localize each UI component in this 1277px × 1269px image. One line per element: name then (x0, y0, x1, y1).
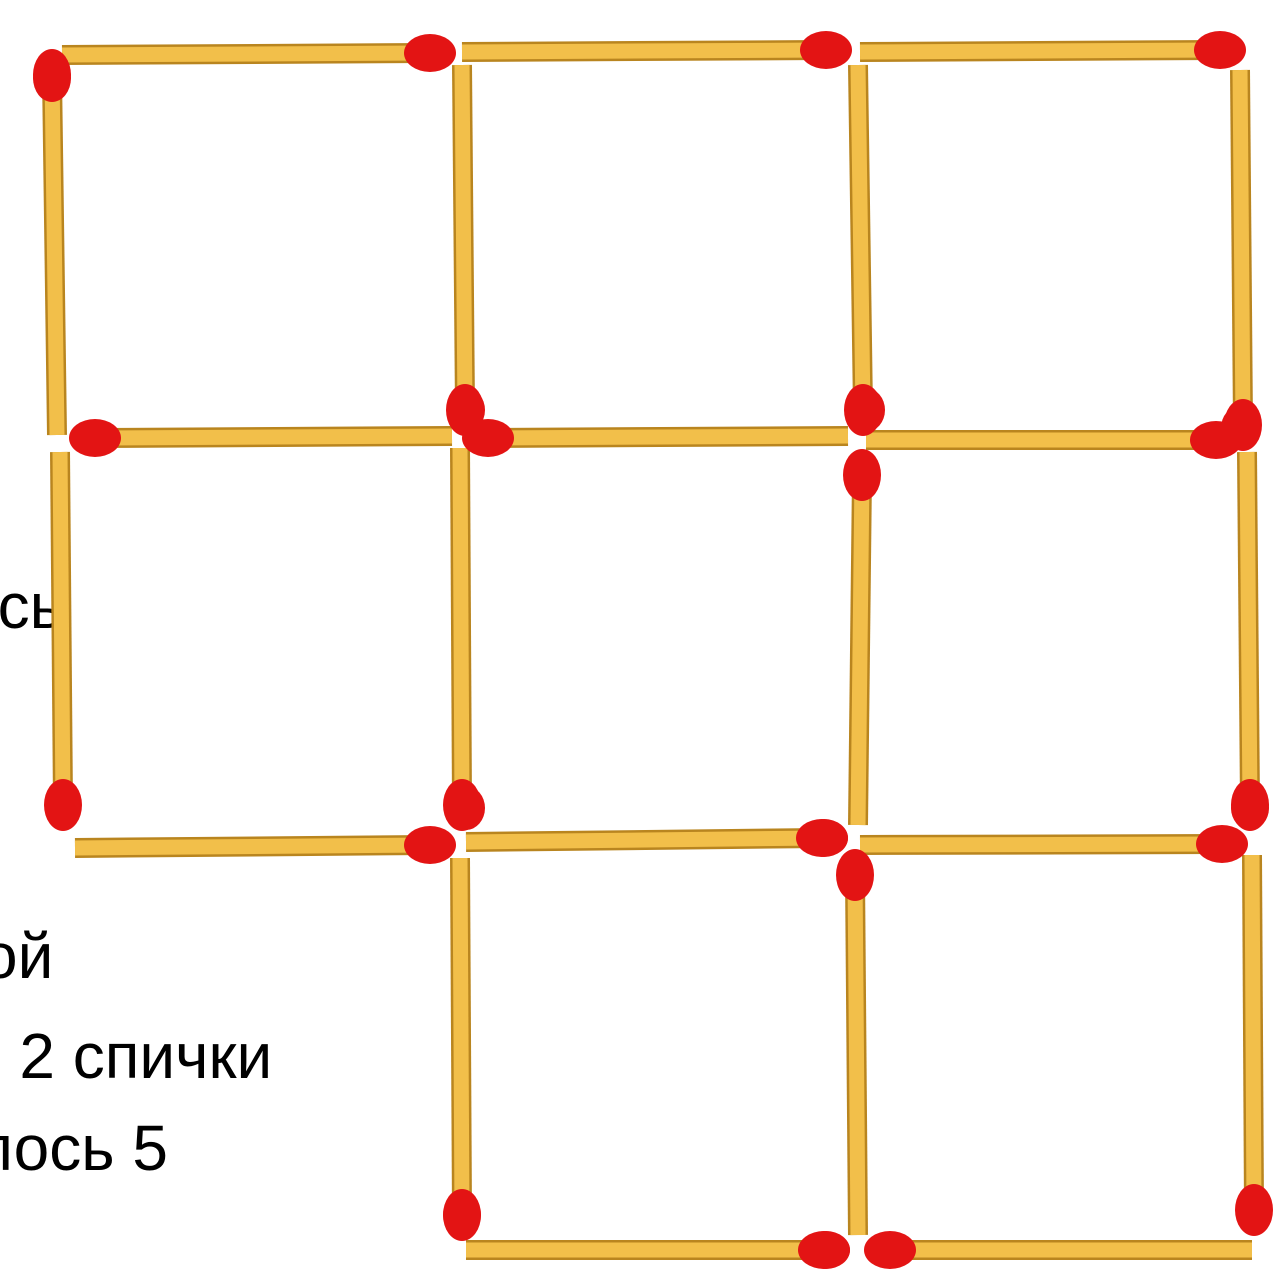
match-head (800, 819, 848, 857)
match-head (443, 1193, 481, 1237)
matchstick (1247, 452, 1250, 805)
matchstick (1240, 70, 1243, 425)
matchstick (95, 436, 452, 438)
matchstick (462, 65, 465, 410)
match-head (44, 779, 82, 831)
match-head (864, 1231, 916, 1269)
matchstick (460, 448, 462, 805)
matchstick (488, 436, 848, 438)
matchsticks-group (52, 50, 1254, 1250)
match-head (404, 34, 456, 72)
match-head (1194, 31, 1246, 69)
matchstick (858, 475, 862, 825)
match-head (847, 388, 885, 432)
matchstick (855, 875, 858, 1235)
match-head (404, 826, 456, 864)
match-head (1196, 825, 1248, 863)
matchstick (52, 75, 57, 435)
match-head (1231, 786, 1269, 830)
match-head (1235, 1184, 1273, 1236)
matchstick (60, 452, 63, 805)
match-head (843, 449, 881, 501)
match-head (1221, 406, 1259, 450)
matchstick (462, 50, 826, 52)
match-head (447, 786, 485, 830)
matchstick (460, 858, 462, 1215)
matchstick (466, 838, 822, 842)
match-head (800, 31, 852, 69)
match-head (836, 849, 874, 901)
matchstick (860, 844, 1222, 845)
match-head (33, 54, 71, 102)
match-head (447, 388, 485, 432)
matchstick (75, 845, 430, 848)
match-head (69, 419, 121, 457)
matchstick (62, 53, 430, 55)
matchstick (858, 65, 863, 410)
match-heads-group (33, 31, 1273, 1269)
matchstick (1252, 855, 1254, 1210)
match-head (802, 1231, 850, 1269)
matchstick (860, 50, 1220, 52)
